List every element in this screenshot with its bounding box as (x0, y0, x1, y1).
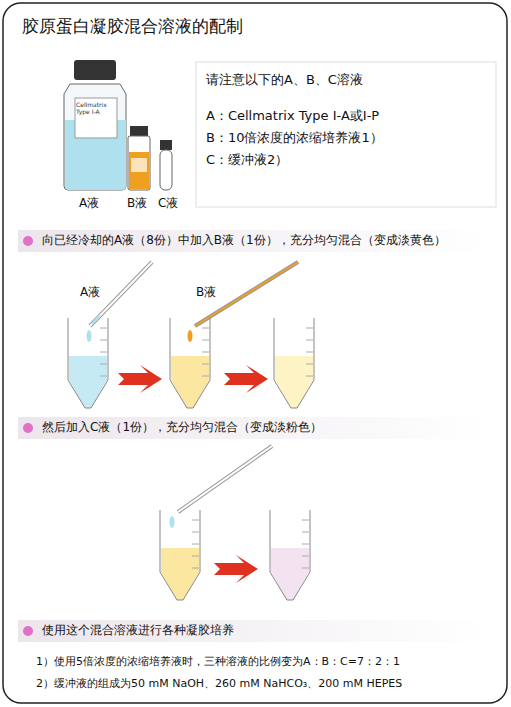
test-tube (160, 510, 200, 600)
scale-tick (302, 520, 309, 521)
title: 胶原蛋白凝胶混合溶液的配制 (22, 16, 243, 36)
pipette (170, 446, 273, 528)
scale-tick (192, 532, 199, 533)
tube-liquid (171, 356, 209, 408)
scale-tick (192, 520, 199, 521)
scale-tick (100, 340, 107, 341)
pipette (87, 262, 153, 342)
process-arrow (118, 365, 268, 583)
test-tube (274, 318, 314, 408)
scale-tick (192, 544, 199, 545)
bottle-a (64, 60, 126, 190)
scale-tick (192, 568, 199, 569)
step-text: 使用这个混合溶液进行各种凝胶培养 (42, 623, 234, 637)
pipette-label: A液 (80, 285, 100, 299)
scale-tick (202, 340, 209, 341)
bullet-band (18, 417, 488, 439)
scale-tick (100, 364, 107, 365)
notice-panel (196, 62, 496, 207)
notice-item: A：Cellmatrix Type Ⅰ-A或Ⅰ-P (206, 108, 379, 124)
test-tube (170, 318, 210, 408)
bullet-dot (23, 626, 33, 636)
tube-liquid (161, 548, 199, 600)
notice-item: C：缓冲液2） (206, 152, 288, 168)
scale-tick (202, 364, 209, 365)
scale-tick (202, 328, 209, 329)
scale-tick (100, 328, 107, 329)
bullet-dot (23, 236, 33, 246)
scale-tick (100, 376, 107, 377)
test-tube (270, 510, 310, 600)
scale-tick (202, 352, 209, 353)
notice-heading: 请注意以下的A、B、C溶液 (206, 72, 363, 88)
scale-tick (306, 328, 313, 329)
test-tube (68, 318, 108, 408)
frame (3, 3, 507, 703)
bottle-label: B液 (127, 196, 147, 210)
notice-item: B：10倍浓度的浓缩培养液1） (206, 130, 383, 146)
step-text: 然后加入C液（1份），充分均匀混合（变成淡粉色） (42, 420, 322, 434)
bottle-label: C液 (158, 196, 178, 210)
scale-tick (302, 544, 309, 545)
vial-c (160, 140, 172, 190)
footnote: 2）缓冲液的组成为50 mM NaOH、260 mM NaHCO₃、200 mM… (36, 677, 402, 690)
scale-tick (202, 376, 209, 377)
notice-box: 请注意以下的A、B、C溶液 A：Cellmatrix Type Ⅰ-A或Ⅰ-P B：… (198, 64, 494, 205)
scale-tick (306, 376, 313, 377)
footnote: 1）使用5倍浓度的浓缩培养液时，三种溶液的比例变为A：B：C=7：2：1 (36, 655, 400, 668)
scale-tick (302, 556, 309, 557)
scale-tick (302, 568, 309, 569)
step-text: 向已经冷却的A液（8份）中加入B液（1份），充分均匀混合（变成淡黄色） (42, 233, 446, 247)
bullet-dot (23, 423, 33, 433)
bottle-label: A液 (79, 196, 99, 210)
scale-tick (306, 352, 313, 353)
scale-tick (306, 340, 313, 341)
pipette-label: B液 (196, 285, 216, 299)
bottle-b (128, 126, 150, 190)
tube-liquid (275, 356, 313, 408)
scale-tick (306, 364, 313, 365)
tube-liquid (69, 356, 107, 408)
bullet-band (18, 620, 488, 642)
tube-liquid (271, 548, 309, 600)
bullet-band (18, 230, 488, 252)
scale-tick (192, 556, 199, 557)
scale-tick (302, 532, 309, 533)
pipette (188, 262, 299, 342)
bottle-text: Cellmatrix Type I-A (76, 102, 116, 115)
scale-tick (100, 352, 107, 353)
